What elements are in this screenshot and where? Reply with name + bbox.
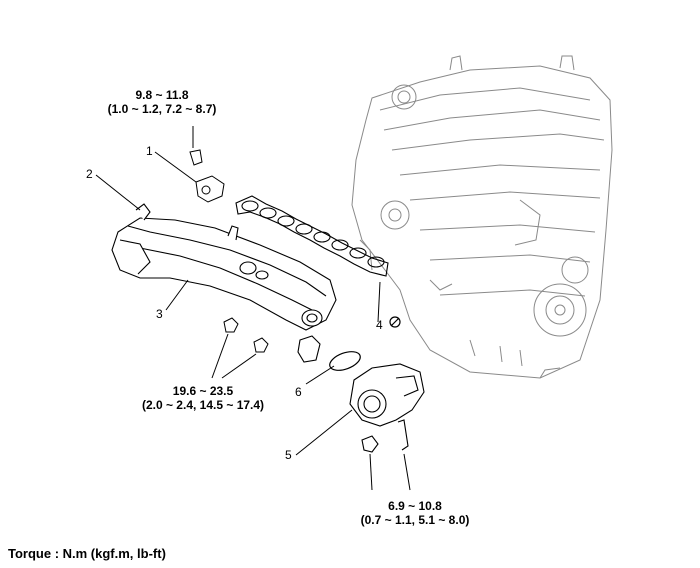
torque-spec-3-units: (0.7 ~ 1.1, 5.1 ~ 8.0) [360, 513, 470, 527]
torque-spec-3: 6.9 ~ 10.8 (0.7 ~ 1.1, 5.1 ~ 8.0) [340, 499, 490, 527]
leader-lines [95, 126, 411, 491]
torque-spec-1-units: (1.0 ~ 1.2, 7.2 ~ 8.7) [107, 102, 217, 116]
part-2-intake-manifold [111, 203, 337, 363]
torque-spec-1-value: 9.8 ~ 11.8 [135, 88, 189, 102]
part-6-o-ring [329, 351, 361, 371]
torque-units-legend: Torque : N.m (kgf.m, lb-ft) [8, 546, 166, 561]
callout-1: 1 [146, 144, 153, 158]
torque-spec-3-value: 6.9 ~ 10.8 [388, 499, 442, 513]
callout-2: 2 [86, 167, 93, 181]
torque-spec-2-units: (2.0 ~ 2.4, 14.5 ~ 17.4) [141, 398, 265, 412]
callout-5: 5 [285, 448, 292, 462]
engine-block [351, 55, 613, 379]
callout-4: 4 [376, 318, 383, 332]
torque-spec-2-value: 19.6 ~ 23.5 [172, 384, 234, 398]
torque-spec-2: 19.6 ~ 23.5 (2.0 ~ 2.4, 14.5 ~ 17.4) [128, 384, 278, 412]
torque-spec-1: 9.8 ~ 11.8 (1.0 ~ 1.2, 7.2 ~ 8.7) [92, 88, 232, 116]
callout-6: 6 [295, 385, 302, 399]
callout-3: 3 [156, 307, 163, 321]
do-not-reuse-icon [389, 316, 401, 328]
manifold-bolts [223, 317, 269, 353]
part-1-bracket [189, 149, 225, 203]
part-5-throttle-body [349, 363, 425, 453]
manifold-gasket [235, 195, 389, 277]
